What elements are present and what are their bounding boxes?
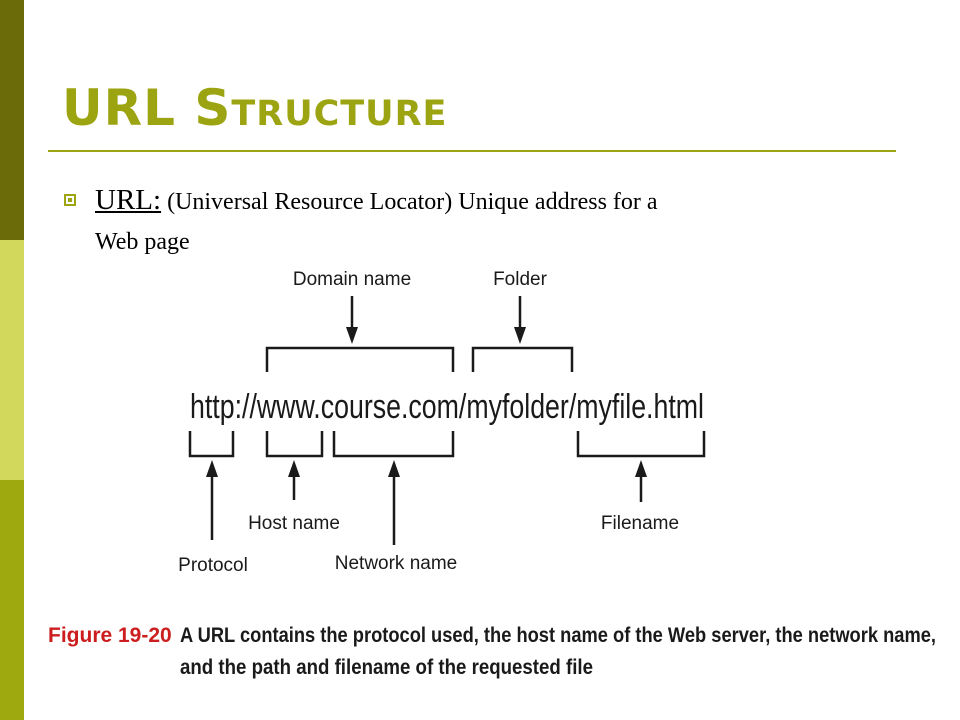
label-folder: Folder — [493, 269, 548, 290]
arrow-protocol — [206, 460, 218, 540]
bullet-term: URL: — [95, 184, 162, 216]
bullet-text: URL: (Universal Resource Locator) Unique… — [95, 180, 865, 262]
slide-title: URL Structure — [62, 79, 448, 137]
title-underline — [48, 150, 896, 152]
label-domain-name: Domain name — [293, 269, 411, 290]
arrow-filename — [635, 460, 647, 502]
bullet-definition-line2: Web page — [95, 229, 190, 255]
bullet-definition-line1: (Universal Resource Locator) Unique addr… — [161, 189, 658, 215]
label-filename: Filename — [601, 513, 679, 534]
bracket-host-name — [265, 431, 324, 458]
bracket-protocol — [188, 431, 235, 458]
side-bar-middle — [0, 240, 24, 480]
bracket-folder — [471, 346, 574, 372]
arrow-folder — [514, 296, 526, 344]
url-text: http://www.course.com/myfolder/myfile.ht… — [190, 388, 704, 426]
side-bar-bottom — [0, 480, 24, 720]
arrow-network-name — [388, 460, 400, 545]
arrow-host-name — [288, 460, 300, 500]
square-bullet-icon — [64, 194, 76, 206]
bracket-filename — [576, 431, 706, 458]
caption-line1: A URL contains the protocol used, the ho… — [180, 624, 936, 647]
bracket-network-name — [332, 431, 455, 458]
label-network-name: Network name — [335, 553, 458, 574]
arrow-domain-name — [346, 296, 358, 344]
bracket-domain-name — [265, 346, 455, 372]
side-bar-top — [0, 0, 24, 240]
caption-line2: and the path and filename of the request… — [180, 656, 593, 679]
caption-figure-label: Figure 19-20 — [48, 624, 172, 647]
label-protocol: Protocol — [178, 555, 248, 576]
label-host-name: Host name — [248, 513, 340, 534]
